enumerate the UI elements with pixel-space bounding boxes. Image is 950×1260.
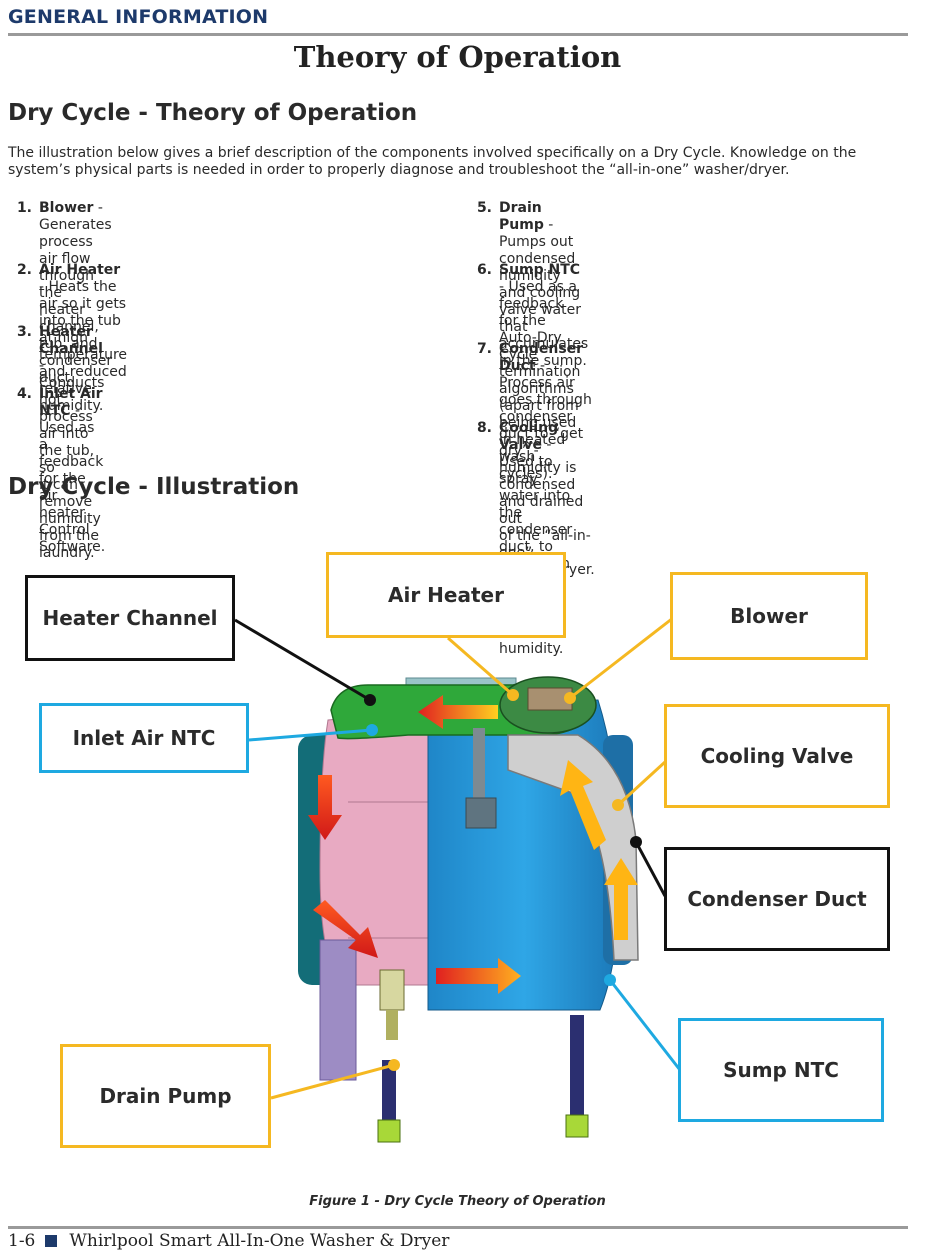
callout-blower: Blower: [670, 572, 868, 660]
callout-drain-pump: Drain Pump: [60, 1044, 271, 1148]
airflow-arrow: [418, 695, 498, 729]
item-text: termination algorithms (apart from being…: [499, 364, 581, 448]
callout-sump-ntc: Sump NTC: [678, 1018, 884, 1122]
item-text: valve water that accumulates in the sump…: [499, 302, 589, 369]
item-number: 1.: [16, 200, 32, 216]
item-number: 7.: [476, 341, 492, 357]
item-text: - Used as a feedback for the Auto-Dry Cy…: [499, 279, 577, 363]
item-term: Blower: [39, 200, 94, 216]
intro-paragraph: The illustration below gives a brief des…: [8, 145, 908, 179]
item-text: - Used as a feedback for the air heater: [39, 403, 104, 521]
item-text: - Pumps out condensed humidity and cooli…: [499, 217, 581, 301]
dry-cycle-illustration-heading: Dry Cycle - Illustration: [8, 474, 300, 500]
leader-line: [608, 979, 682, 1071]
square-bullet-icon: [45, 1235, 58, 1247]
dry-cycle-theory-heading: Dry Cycle - Theory of Operation: [8, 100, 418, 126]
item-number: 2.: [16, 262, 32, 278]
section-header: GENERAL INFORMATION: [8, 4, 908, 36]
leader-line: [616, 760, 667, 807]
item-term: Condenser Duct: [499, 341, 584, 374]
item-text: - Used to spray water into the condenser: [499, 437, 573, 538]
callout-cooling-valve: Cooling Valve: [664, 704, 890, 808]
airflow-arrow: [436, 958, 521, 994]
item-text: Control Software.: [39, 522, 106, 555]
callout-condenser-duct: Condenser Duct: [664, 847, 890, 951]
leader-line: [248, 728, 373, 742]
dry-cycle-illustration: Heater Channel Air Heater Blower Inlet A…: [8, 540, 908, 1165]
item-term: Air Heater: [39, 262, 121, 278]
page-title: Theory of Operation: [293, 40, 622, 74]
item-text: temperature and reduced relative humidit…: [39, 347, 127, 414]
item-term: Drain Pump: [499, 200, 544, 233]
callout-air-heater: Air Heater: [326, 552, 566, 638]
item-text: wash cycles).: [499, 449, 553, 482]
page-footer: 1-6 Whirlpool Smart All-In-One Washer & …: [8, 1230, 449, 1252]
leader-line: [569, 616, 674, 700]
item-term: Heater Channel: [39, 324, 103, 357]
callout-heater-channel: Heater Channel: [25, 575, 235, 661]
airflow-arrow: [313, 900, 378, 958]
item-text: - Process air goes through condenser: [499, 358, 592, 425]
item-term: Cooling Valve: [499, 420, 559, 453]
leader-line: [234, 618, 371, 702]
section-header-label: GENERAL INFORMATION: [8, 6, 269, 28]
washer-dryer-drawing: [234, 616, 682, 1143]
callout-inlet-air-ntc: Inlet Air NTC: [39, 703, 249, 773]
leader-line: [447, 636, 514, 697]
item-text: channel, tub, and condenser duct.: [39, 319, 113, 386]
item-term: Inlet Air NTC: [39, 386, 103, 419]
intro-line-1: The illustration below gives a brief des…: [8, 145, 857, 161]
footer-doc-title: Whirlpool Smart All-In-One Washer & Drye…: [69, 1231, 450, 1251]
item-text: - Generates process air flow through the…: [39, 200, 112, 318]
airflow-arrow: [560, 760, 606, 850]
item-text: duct to “get dry” - humidity is condense…: [499, 426, 584, 527]
airflow-arrow: [308, 775, 342, 840]
leader-line: [270, 1063, 395, 1100]
figure-caption: Figure 1 - Dry Cycle Theory of Operation: [309, 1194, 606, 1209]
item-text: - Heats the air so it gets into the tub …: [39, 279, 127, 346]
page-number: 1-6: [8, 1231, 36, 1251]
item-number: 4.: [16, 386, 32, 402]
item-term: Sump NTC: [499, 262, 581, 278]
airflow-arrow: [604, 858, 638, 940]
item-number: 5.: [476, 200, 492, 216]
item-number: 6.: [476, 262, 492, 278]
intro-line-2: system’s physical parts is needed in ord…: [8, 162, 790, 178]
item-number: 3.: [16, 324, 32, 340]
footer-rule: [8, 1226, 908, 1229]
item-text: - Conducts hot process air into the tub,…: [39, 358, 105, 476]
item-number: 8.: [476, 420, 492, 436]
leader-line: [634, 841, 667, 897]
item-text: it can remove humidity from the laundry.: [39, 477, 101, 561]
